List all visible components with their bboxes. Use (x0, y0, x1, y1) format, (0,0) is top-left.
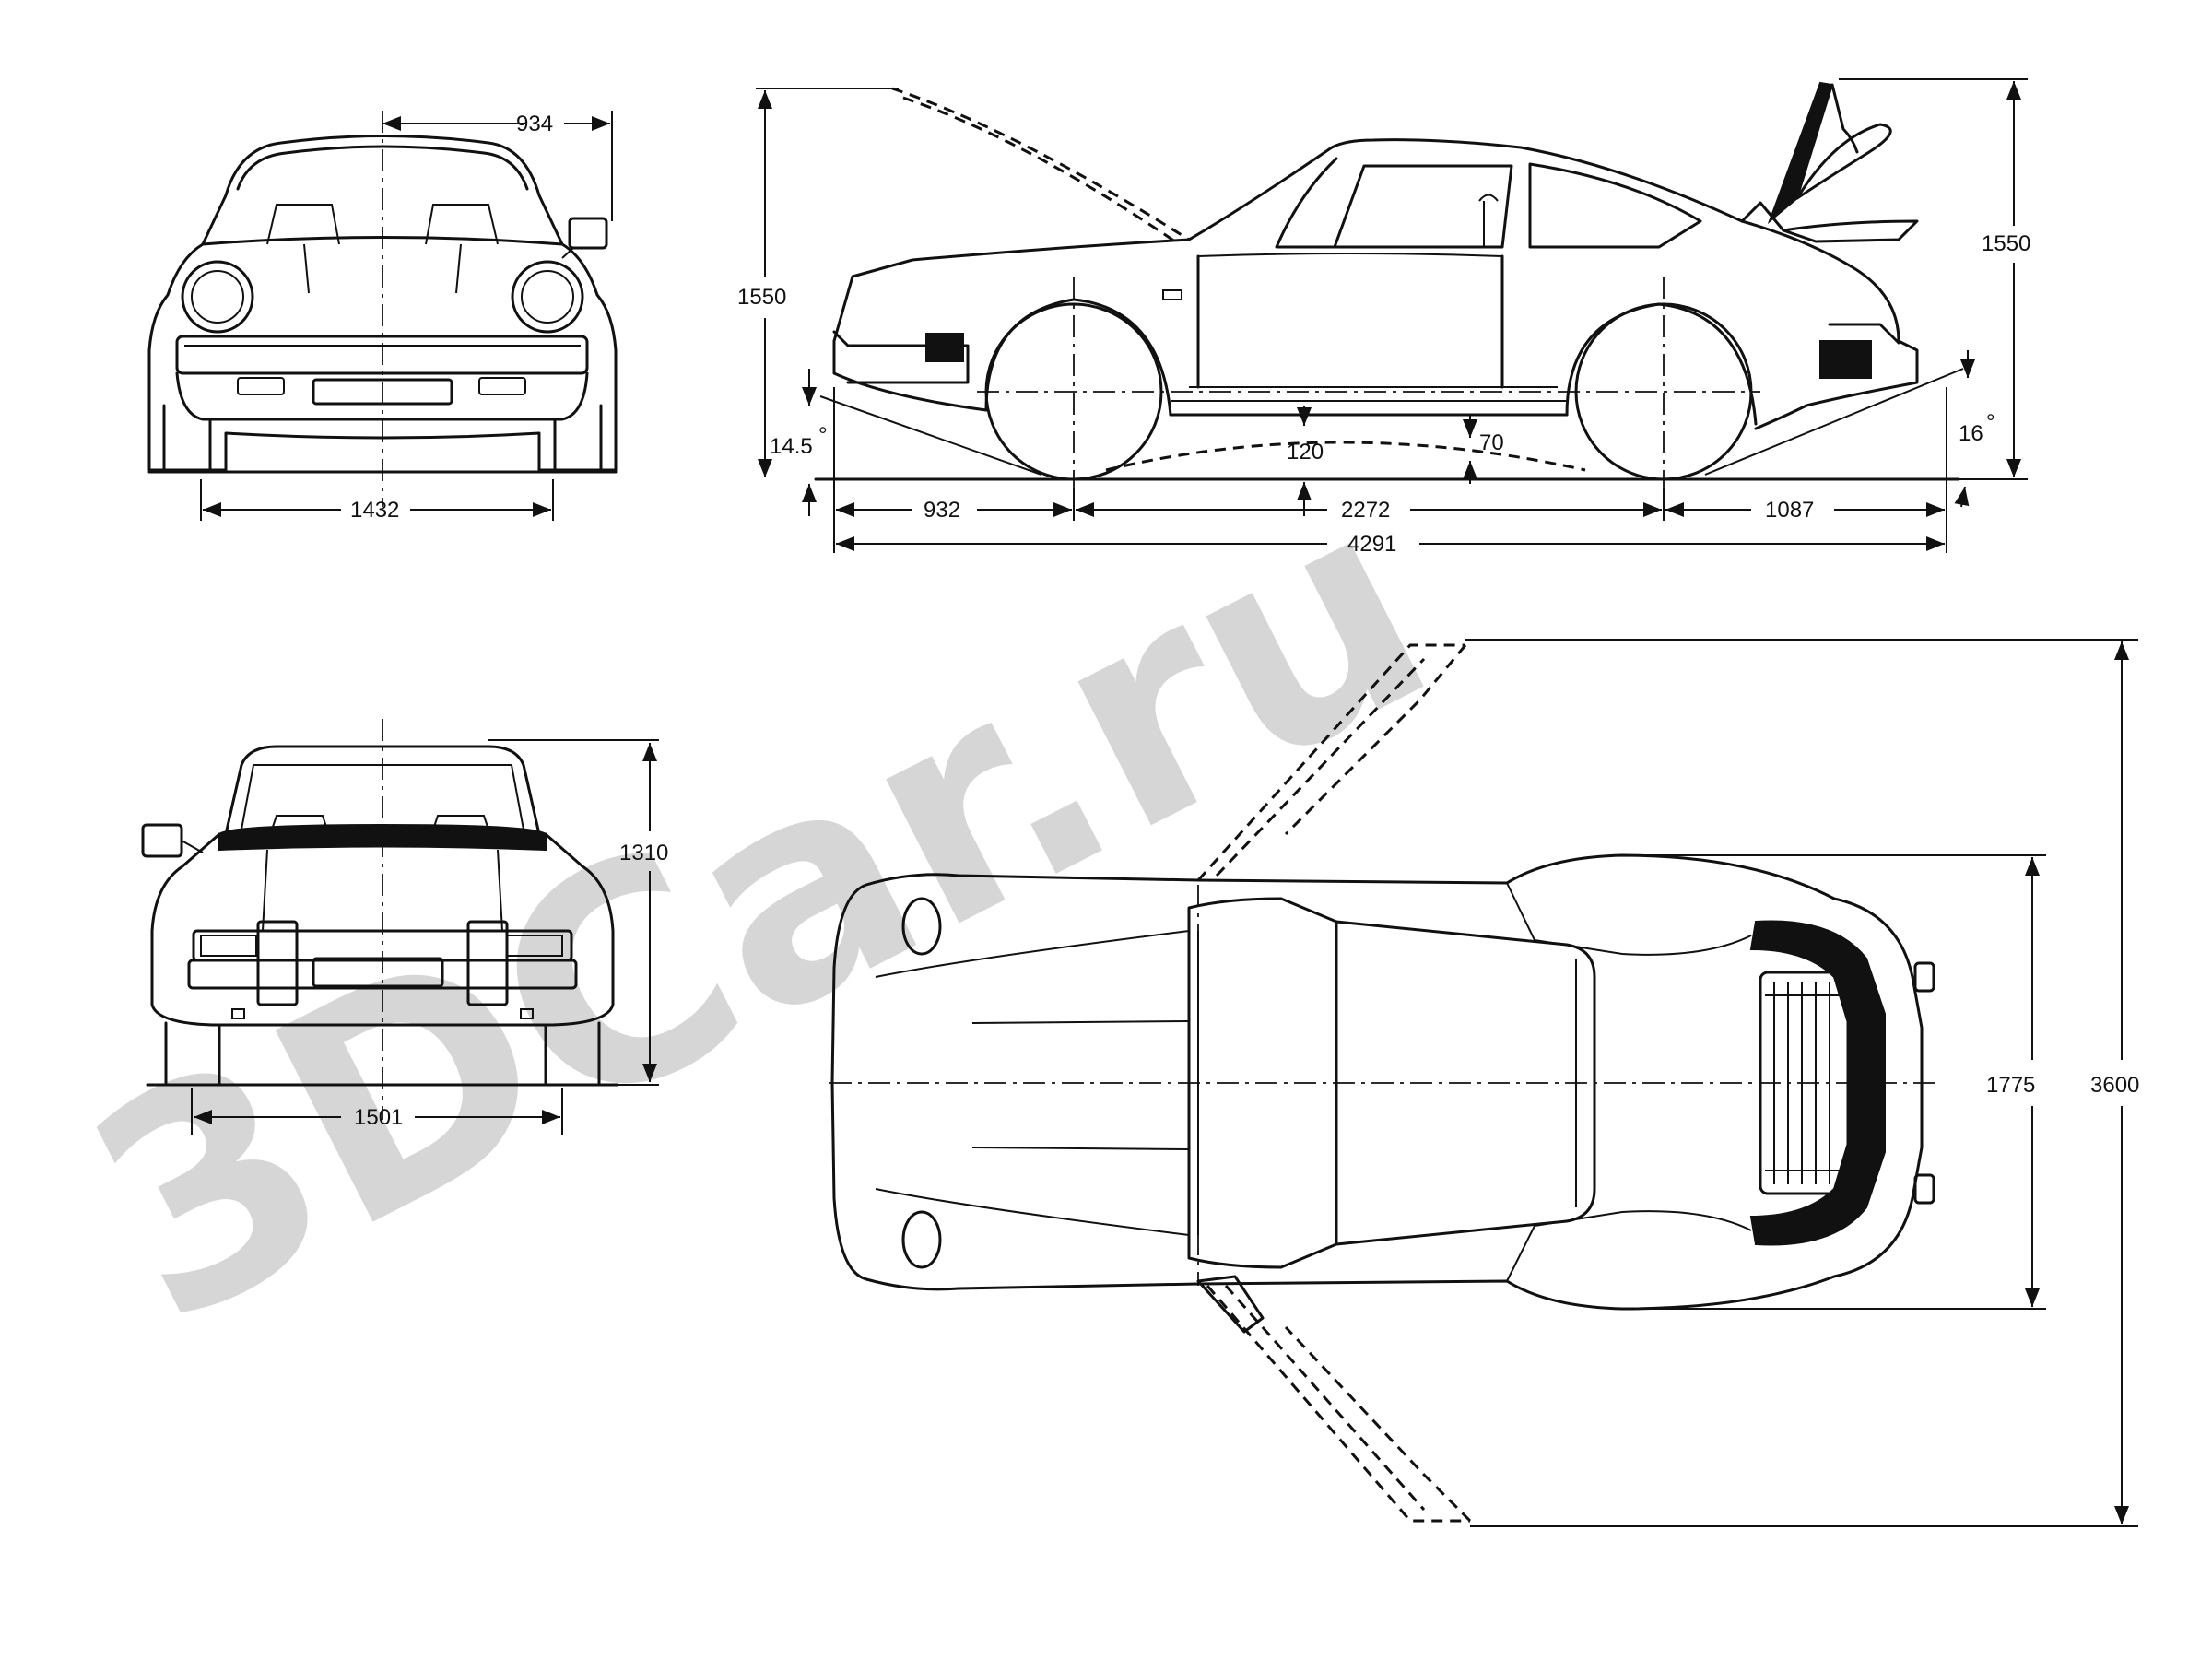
front-view: 934 1432 (147, 111, 618, 523)
dim-rear-overhang: 1087 (1765, 498, 1814, 523)
dim-rear-track: 1501 (354, 1105, 403, 1130)
dim-width-doors-open: 3600 (2090, 1073, 2139, 1098)
watermark: 3DCar.ru (42, 432, 1477, 1390)
rear-view: 1310 1501 (141, 719, 668, 1135)
dim-height-rear: 1550 (1982, 231, 2030, 256)
side-view: 1550 1550 14.5 ° 16 ° 120 70 932 2272 (737, 78, 2030, 557)
dim-height-front: 1550 (737, 285, 786, 310)
dim-front-overhang: 932 (924, 498, 960, 523)
dim-departure-angle: 16 (1959, 421, 1983, 446)
dim-rear-height: 1310 (619, 841, 668, 865)
dim-clearance-rear: 70 (1479, 430, 1504, 455)
top-view: 1775 3600 (830, 639, 2139, 1527)
dim-front-track: 1432 (350, 498, 399, 523)
watermark-text: 3DCar.ru (42, 432, 1477, 1390)
dim-mirror-offset: 934 (516, 112, 553, 136)
dim-approach-angle: 14.5 (770, 434, 813, 459)
approach-degree: ° (818, 423, 828, 448)
dim-wheelbase: 2272 (1341, 498, 1390, 523)
departure-degree: ° (1986, 410, 1995, 435)
dim-clearance-center: 120 (1287, 440, 1324, 465)
dim-overall-width: 1775 (1986, 1073, 2035, 1098)
dim-overall-length: 4291 (1347, 532, 1396, 557)
